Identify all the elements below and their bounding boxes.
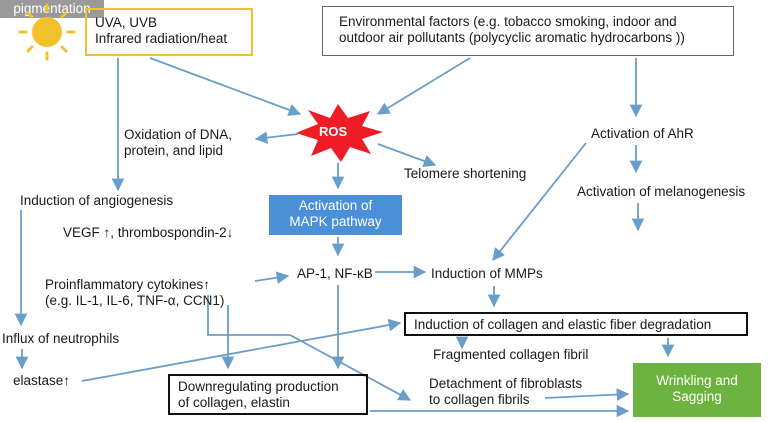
sun-icon: [18, 3, 76, 61]
mmps-label: Induction of MMPs: [431, 266, 543, 281]
arrow-ahr-to-mmps: [492, 142, 587, 261]
detachment-label: Detachment of fibroblasts to collagen fi…: [429, 376, 582, 408]
uv-line-2: Infrared radiation/heat: [95, 31, 228, 46]
mapk-line-1: Activation of: [298, 198, 373, 213]
detachment-line-1: Detachment of fibroblasts: [429, 376, 583, 391]
env-line-2: outdoor air pollutants (polycyclic aroma…: [339, 30, 685, 45]
arrow-detachment-to-wrinkling: [544, 388, 630, 401]
downregulating-line-2: of collagen, elastin: [178, 395, 290, 410]
arrow-uv-to-ros: [149, 57, 302, 116]
arrow-ros-to-telomere: [377, 143, 437, 167]
angiogenesis-label: Induction of angiogenesis: [20, 193, 174, 208]
environmental-factors-box: Environmental factors (e.g. tobacco smok…: [322, 6, 734, 56]
arrow-elastase-to-collagen: [81, 318, 402, 382]
vegf-label: VEGF ↑, thrombospondin-2↓: [63, 225, 234, 240]
oxidation-line-2: protein, and lipid: [124, 143, 224, 158]
wrinkling-line-1: Wrinkling and: [656, 373, 738, 388]
arrow-ros-to-oxidation: [254, 131, 299, 144]
ros-burst: [296, 104, 383, 162]
collagen-degradation-box: Induction of collagen and elastic fiber …: [404, 312, 748, 336]
arrow-env-to-ros: [376, 57, 471, 115]
uv-radiation-box: UVA, UVB Infrared radiation/heat: [85, 8, 253, 56]
wrinkling-line-2: Sagging: [672, 389, 722, 404]
wrinkling-box: Wrinkling and Sagging: [633, 363, 761, 417]
cytokines-line-2: (e.g. IL-1, IL-6, TNF-α, CCN1): [45, 293, 225, 308]
cytokines-line-1: Proinflammatory cytokines↑: [45, 277, 211, 292]
downregulating-box: Downregulating production of collagen, e…: [168, 374, 368, 415]
mapk-line-2: MAPK pathway: [289, 214, 382, 229]
ap1-nfkb-label: AP-1, NF-κB: [297, 266, 373, 281]
arrow-cytokines-to-ap1: [254, 271, 290, 284]
detachment-line-2: to collagen fibrils: [429, 392, 530, 407]
telomere-label: Telomere shortening: [404, 166, 527, 181]
env-line-1: Environmental factors (e.g. tobacco smok…: [339, 14, 677, 29]
melanogenesis-label: Activation of melanogenesis: [577, 184, 746, 199]
downregulating-line-1: Downregulating production: [178, 379, 339, 394]
elastase-label: elastase↑: [13, 373, 71, 388]
arrow-cytokines-to-detachment: [207, 295, 412, 401]
fragmented-label: Fragmented collagen fibril: [433, 347, 589, 362]
uv-line-1: UVA, UVB: [95, 15, 158, 30]
ros-label: ROS: [319, 124, 348, 139]
oxidation-line-1: Oxidation of DNA,: [124, 127, 233, 142]
mapk-box: Activation of MAPK pathway: [269, 195, 402, 235]
ahr-label: Activation of AhR: [591, 126, 694, 141]
oxidation-label: Oxidation of DNA, protein, and lipid: [124, 127, 232, 159]
neutrophils-label: Influx of neutrophils: [2, 331, 120, 346]
cytokines-label: Proinflammatory cytokines↑ (e.g. IL-1, I…: [45, 277, 224, 309]
pigmentation-box: pigmentation: [0, 0, 104, 18]
